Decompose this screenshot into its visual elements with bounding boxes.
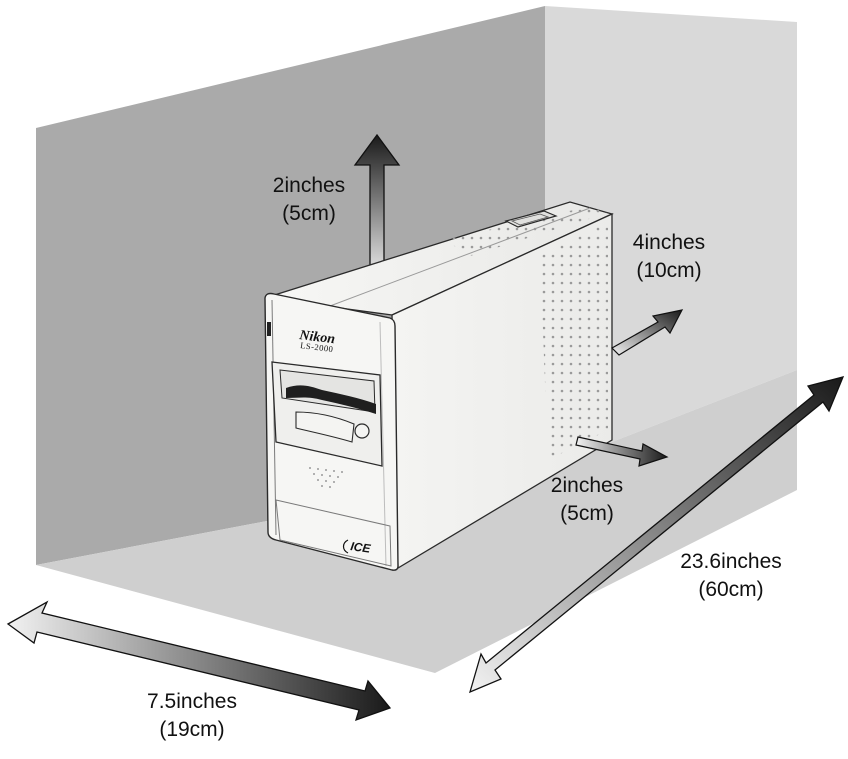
- depth-inches: 23.6inches: [680, 550, 782, 573]
- width-cm: (19cm): [159, 718, 225, 741]
- front-vent: [309, 467, 343, 488]
- depth-arrow: [468, 376, 845, 694]
- top-clearance-label: 2inches (5cm): [254, 172, 364, 228]
- rear-clearance-arrow: [575, 436, 669, 467]
- rear-clearance-cm: (5cm): [560, 502, 614, 525]
- power-indicator: [267, 322, 271, 336]
- ice-badge: ICE: [350, 539, 373, 556]
- side-clearance-arrow: [611, 309, 684, 356]
- side-clearance-label: 4inches (10cm): [614, 229, 724, 285]
- width-inches: 7.5inches: [147, 690, 237, 713]
- width-arrow: [6, 600, 392, 722]
- width-label: 7.5inches (19cm): [122, 688, 262, 744]
- side-clearance-inches: 4inches: [632, 231, 706, 254]
- depth-cm: (60cm): [698, 578, 764, 601]
- scanner-device: Nikon LS-2000 ICE: [264, 201, 614, 571]
- top-clearance-cm: (5cm): [282, 202, 336, 225]
- rear-clearance-inches: 2inches: [550, 474, 624, 497]
- film-adapter: [286, 385, 376, 414]
- side-clearance-cm: (10cm): [636, 259, 702, 282]
- rear-clearance-label: 2inches (5cm): [532, 472, 642, 528]
- depth-label: 23.6inches (60cm): [656, 548, 806, 604]
- brand-logo: Nikon: [298, 328, 337, 347]
- model-label: LS-2000: [300, 340, 334, 354]
- top-clearance-inches: 2inches: [272, 174, 346, 197]
